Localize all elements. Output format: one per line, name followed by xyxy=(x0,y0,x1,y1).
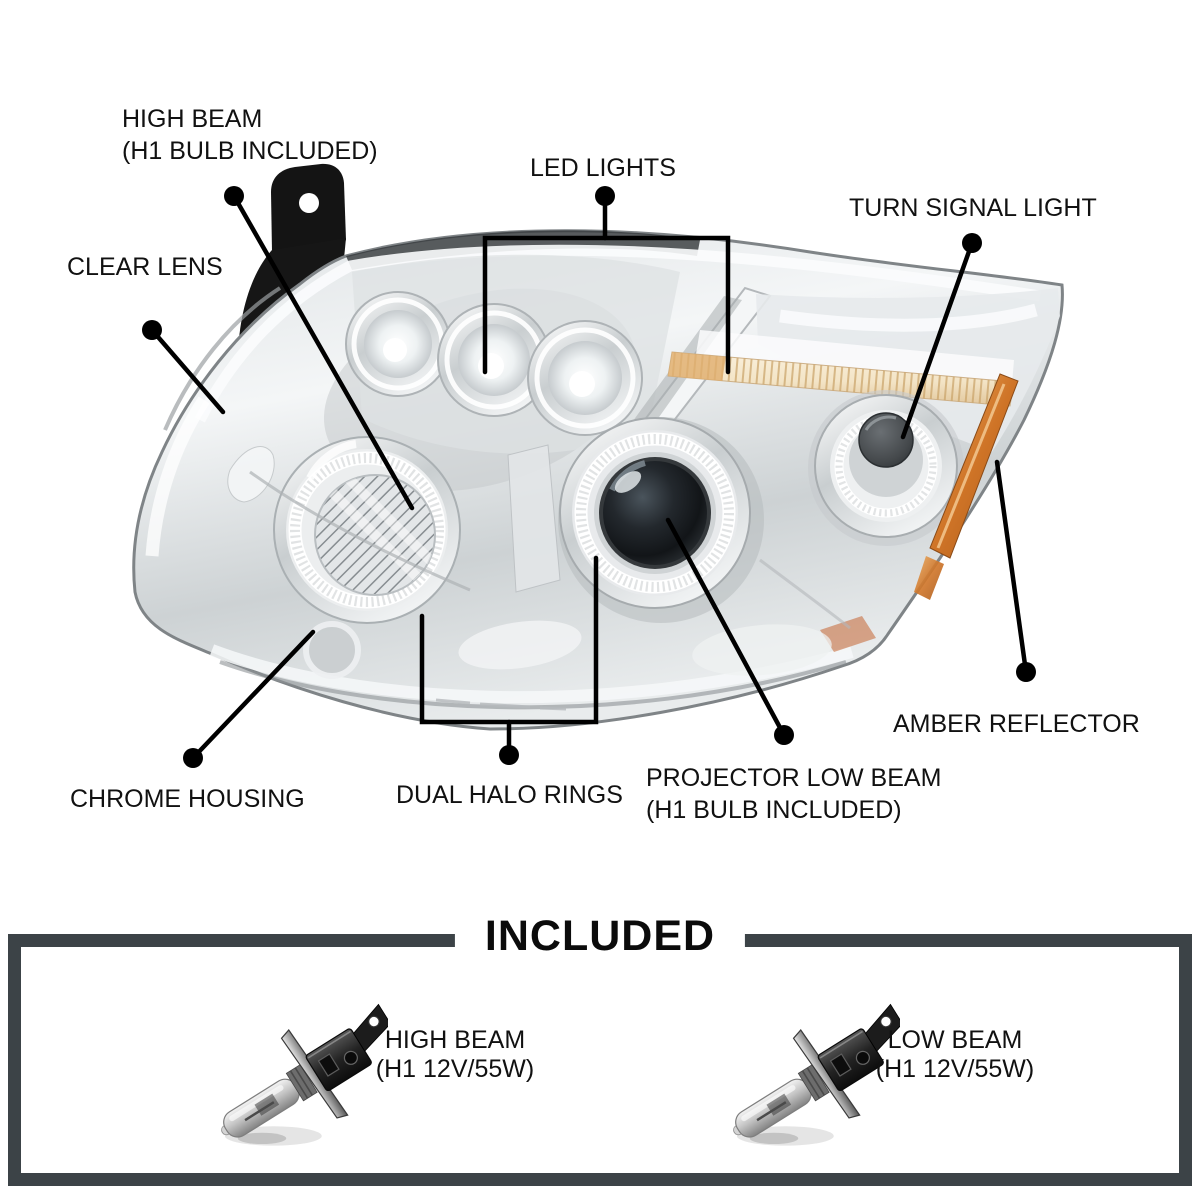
led-strip xyxy=(667,330,1015,407)
callout-label: CLEAR LENS xyxy=(67,253,223,281)
callout-clear-lens: CLEAR LENS xyxy=(67,251,223,283)
callout-projector-low-beam: PROJECTOR LOW BEAM (H1 BULB INCLUDED) xyxy=(646,762,941,826)
leader-turn-signal xyxy=(900,240,975,440)
turn-signal-light xyxy=(808,390,964,546)
annotation-dots xyxy=(142,186,1036,768)
bulb-name: HIGH BEAM xyxy=(384,1026,526,1054)
leader-projector-low-beam xyxy=(665,517,787,738)
callout-label: PROJECTOR LOW BEAM xyxy=(646,764,942,792)
callout-label: CHROME HOUSING xyxy=(70,785,305,813)
callout-label: HIGH BEAM xyxy=(122,105,263,133)
callout-turn-signal-light: TURN SIGNAL LIGHT xyxy=(849,192,1097,224)
led-lights-cluster xyxy=(345,291,643,436)
bracket-dual-halo xyxy=(419,555,599,725)
amber-reflector xyxy=(820,373,1019,652)
turn-signal-bulb-cap xyxy=(858,412,914,468)
callout-led-lights: LED LIGHTS xyxy=(530,152,676,184)
included-title: INCLUDED xyxy=(454,908,746,964)
halo-ring-left xyxy=(273,436,461,624)
bracket-led-lights xyxy=(482,235,731,375)
callout-amber-reflector: AMBER REFLECTOR xyxy=(893,708,1140,740)
bulb-spec: (H1 12V/55W) xyxy=(875,1055,1035,1083)
projector-low-beam xyxy=(558,417,764,623)
callout-chrome-housing: CHROME HOUSING xyxy=(70,783,305,815)
bulb-spec: (H1 12V/55W) xyxy=(375,1055,535,1083)
bulb-name: LOW BEAM xyxy=(887,1026,1023,1054)
led-circle xyxy=(527,320,643,436)
callout-label: TURN SIGNAL LIGHT xyxy=(849,194,1097,222)
callout-label: AMBER REFLECTOR xyxy=(893,710,1140,738)
leader-high-beam xyxy=(231,193,415,511)
low-beam-bulb-label: LOW BEAM (H1 12V/55W) xyxy=(855,1026,1055,1084)
included-frame xyxy=(8,934,1192,1186)
high-beam-bulb-label: HIGH BEAM (H1 12V/55W) xyxy=(355,1026,555,1084)
callout-high-beam: HIGH BEAM (H1 BULB INCLUDED) xyxy=(122,103,378,167)
leader-amber-reflector xyxy=(994,459,1029,675)
headlight-illustration xyxy=(132,163,1064,768)
bracket-hole xyxy=(299,193,319,213)
led-circle xyxy=(345,291,451,397)
headlight-body xyxy=(132,229,1064,731)
callout-label: (H1 BULB INCLUDED) xyxy=(122,137,378,165)
callout-dual-halo-rings: DUAL HALO RINGS xyxy=(396,779,623,811)
callout-label: (H1 BULB INCLUDED) xyxy=(646,796,902,824)
leader-chrome-housing xyxy=(190,629,316,761)
callout-label: LED LIGHTS xyxy=(530,154,676,182)
leader-clear-lens xyxy=(149,327,226,415)
callout-label: DUAL HALO RINGS xyxy=(396,781,623,809)
